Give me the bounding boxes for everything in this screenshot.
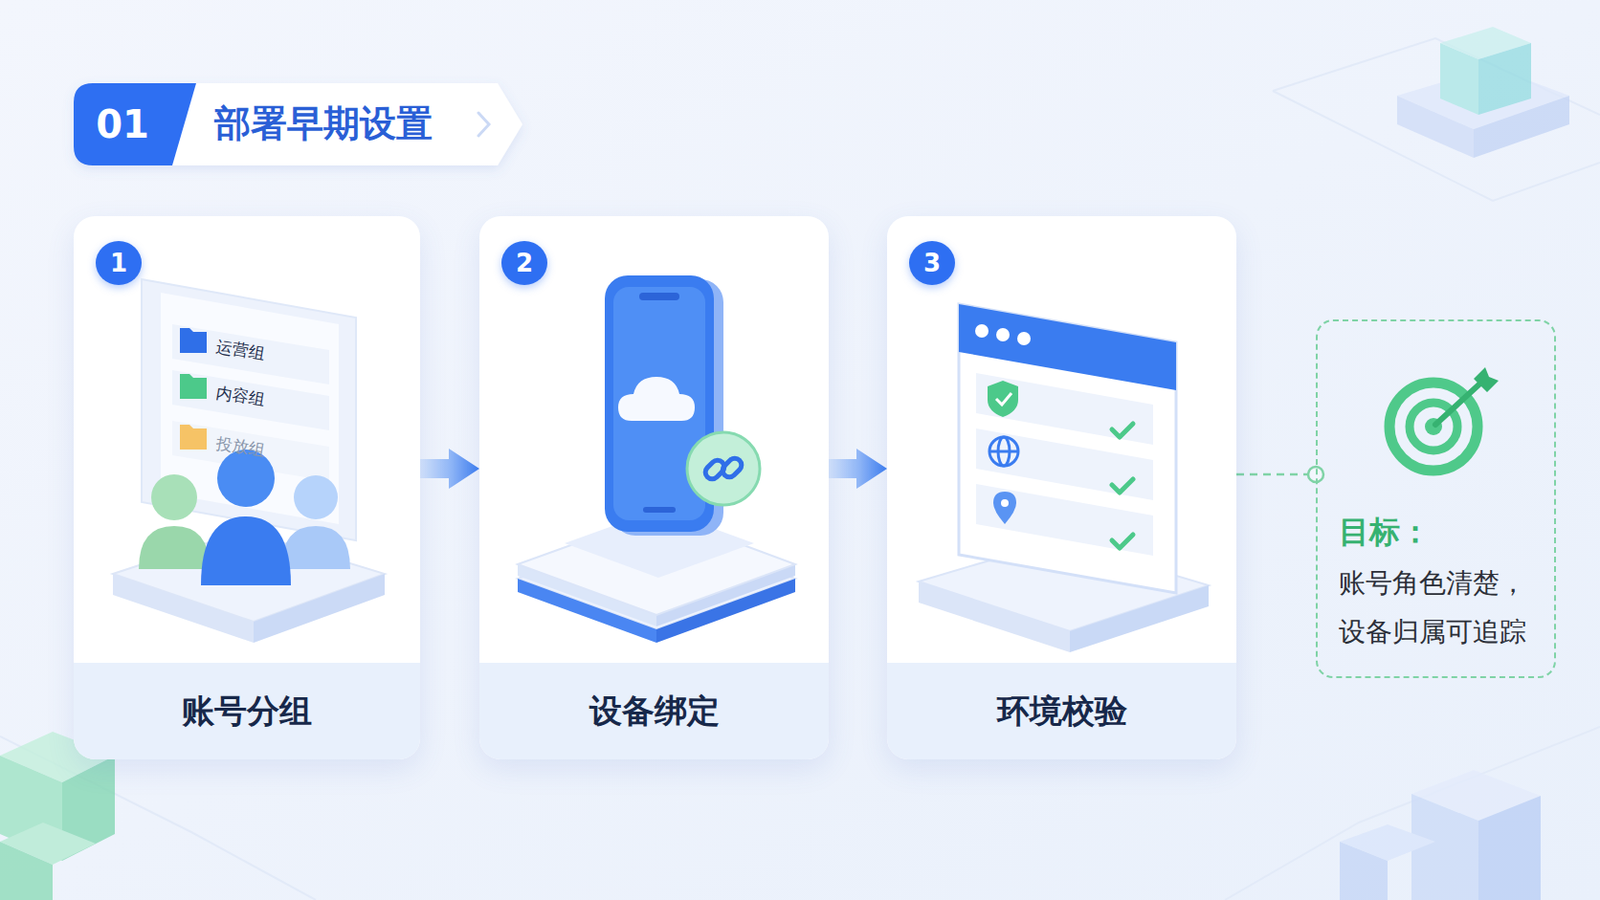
goal-text: 账号角色清楚， 设备归属可追踪 <box>1338 558 1537 657</box>
account-group-illustration <box>112 279 385 644</box>
target-icon <box>1389 367 1499 471</box>
card-footer: 设备绑定 <box>479 663 829 760</box>
step-number: 3 <box>923 250 941 276</box>
folder-icons <box>179 328 207 450</box>
step-label: 账号分组 <box>181 689 312 734</box>
people-figures <box>138 449 351 586</box>
step-label: 环境校验 <box>997 689 1128 734</box>
goal-heading: 目标： <box>1338 511 1537 554</box>
decor-cubes-bottom-right <box>1339 770 1541 900</box>
step-card: 设备绑定 2 <box>479 216 829 760</box>
step-card: 环境校验 3 <box>887 216 1237 760</box>
connector <box>1236 466 1324 483</box>
step-number: 2 <box>515 250 534 276</box>
device-binding-illustration <box>517 275 796 644</box>
environment-check-illustration <box>918 304 1209 653</box>
step-card: 账号分组 1 <box>73 216 421 760</box>
step-number: 01 <box>95 103 150 146</box>
block-arrow <box>828 448 888 489</box>
title-text: 部署早期设置 <box>214 104 433 145</box>
card-footer: 账号分组 <box>73 663 421 760</box>
decor-cube-top-right <box>1397 26 1570 158</box>
step-number-circle: 2 <box>501 241 548 286</box>
decor-lines <box>0 38 1600 900</box>
step-number-circle: 3 <box>909 241 956 286</box>
connector <box>420 448 480 489</box>
block-arrow <box>420 448 480 489</box>
goal-box: 目标：账号角色清楚， 设备归属可追踪 <box>1315 319 1556 679</box>
card-footer: 环境校验 <box>887 663 1237 760</box>
step-number: 1 <box>110 250 128 276</box>
dashed-leader <box>1236 473 1316 477</box>
step-label: 设备绑定 <box>589 689 720 734</box>
title-badge <box>73 83 523 166</box>
connector <box>828 448 888 489</box>
step-number-circle: 1 <box>95 241 142 286</box>
